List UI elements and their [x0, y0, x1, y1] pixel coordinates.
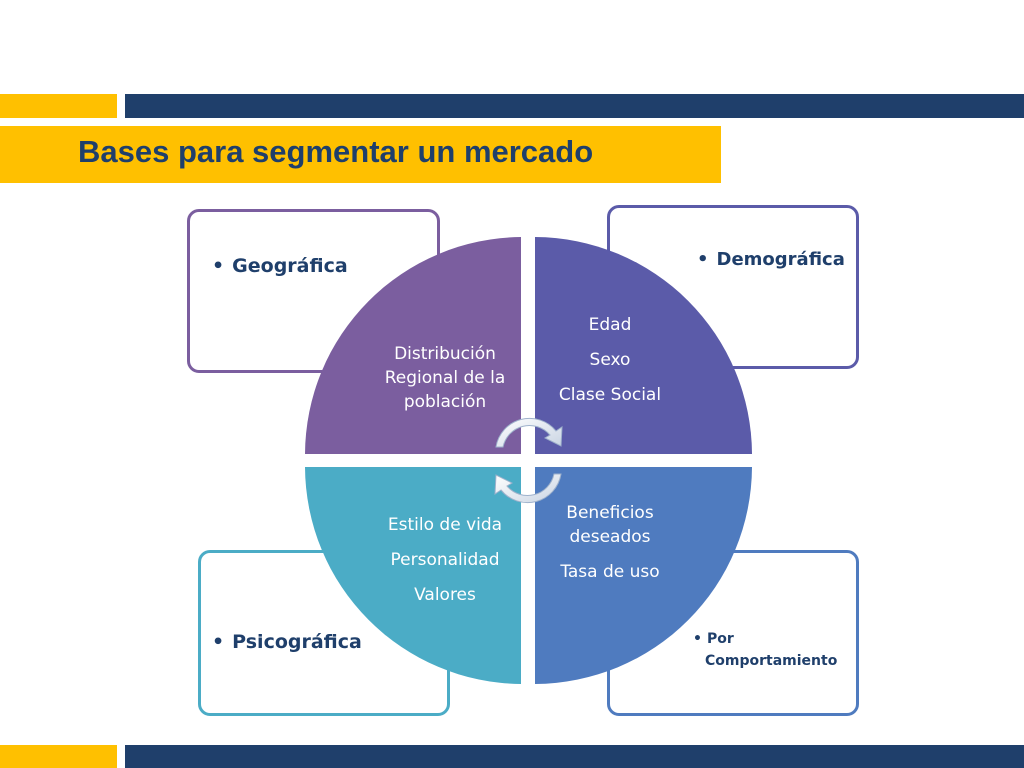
quadrant-geografica: [305, 237, 521, 454]
label-psicografica-text: Psicográfica: [232, 631, 362, 653]
quadrant-psicografica: [305, 467, 521, 684]
cycle-arrows-icon: [494, 417, 563, 504]
bottom-accent-navy: [125, 745, 1024, 768]
quadrant-demografica-text: Edad Sexo Clase Social: [545, 313, 675, 418]
quadrant-comportamiento: [535, 467, 752, 684]
page-title: Bases para segmentar un mercado: [78, 134, 594, 169]
label-demografica-text: Demográfica: [716, 249, 845, 270]
bottom-accent-yellow: [0, 745, 117, 768]
label-geografica: • Geográfica: [212, 255, 348, 277]
top-accent-navy: [125, 94, 1024, 118]
bullet: •: [212, 631, 225, 653]
quadrant-line: Distribución: [394, 344, 496, 364]
quadrant-item: Edad: [588, 315, 632, 335]
bullet: •: [212, 255, 225, 277]
quadrant-item: Valores: [414, 585, 476, 605]
label-comportamiento-line2: Comportamiento: [705, 653, 838, 669]
quadrant-item: Personalidad: [390, 550, 500, 570]
bullet: •: [693, 631, 702, 647]
label-demografica: • Demográfica: [697, 249, 845, 270]
label-geografica-text: Geográfica: [232, 255, 348, 277]
quadrant-line: Beneficios: [566, 503, 654, 523]
bullet: •: [697, 249, 709, 270]
quadrant-item: Estilo de vida: [387, 515, 503, 535]
quadrant-line: deseados: [569, 527, 651, 547]
quadrant-item: Sexo: [589, 350, 631, 370]
quadrant-line: población: [403, 392, 487, 412]
quadrant-psicografica-text: Estilo de vida Personalidad Valores: [370, 513, 520, 618]
top-accent-yellow: [0, 94, 117, 118]
title-band: [0, 126, 721, 183]
quadrant-comportamiento-text: Beneficios deseados Tasa de uso: [545, 501, 675, 584]
quadrant-demografica: [535, 237, 752, 454]
quadrant-item: Tasa de uso: [560, 562, 660, 582]
label-comportamiento-line1: Por: [706, 631, 734, 647]
quadrant-geografica-text: Distribución Regional de la población: [375, 342, 515, 414]
quadrant-item: Clase Social: [558, 385, 662, 405]
quadrant-line: Regional de la: [384, 368, 506, 388]
label-psicografica: • Psicográfica: [212, 631, 362, 653]
